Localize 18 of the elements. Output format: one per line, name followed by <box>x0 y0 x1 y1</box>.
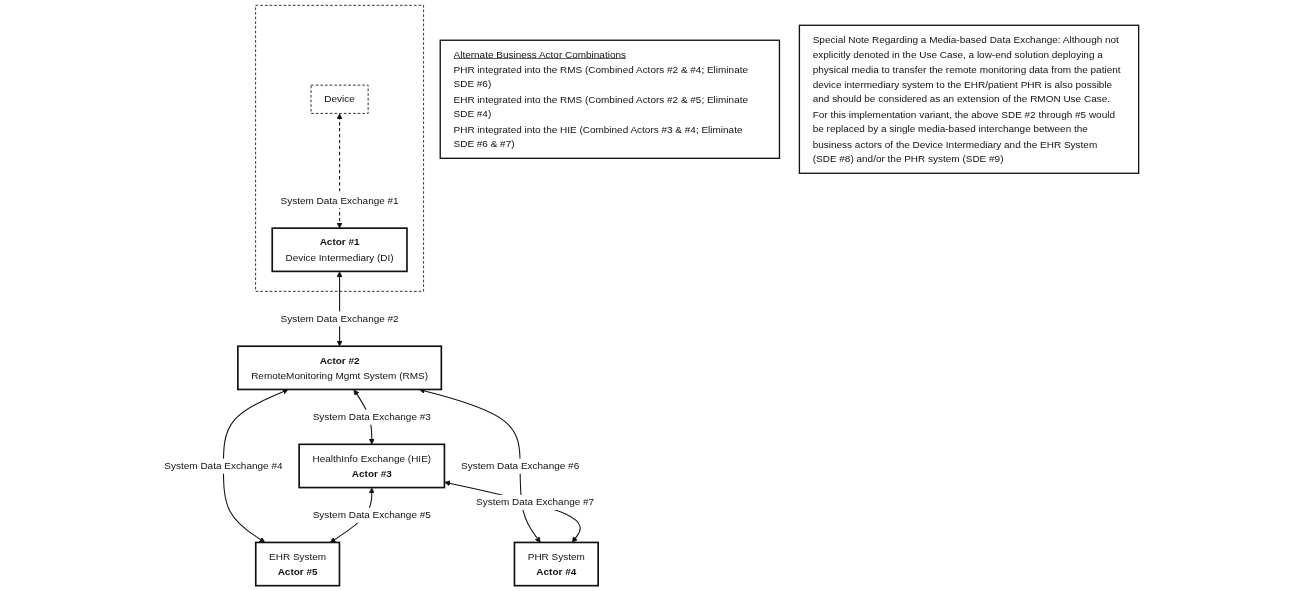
edge-label: System Data Exchange #2 <box>280 312 399 324</box>
node-box: HealthInfo Exchange (HIE) Actor #3 <box>298 443 446 489</box>
arrow <box>336 113 343 229</box>
node-box: Actor #2 RemoteMonitoring Mgmt System (RMS) <box>237 345 443 391</box>
node-box: Alternate Business Actor Combinations PHR integrated into the RMS (Combined Actors #2 & #4; Eliminate SDE #6) EHR integrated into the RMS (Combined Actors #2 & #5; Eliminate SDE #4) PHR integrated into the HIE (Combined Actors #3 & #4; Eliminate SDE #6 & #7) <box>439 39 781 159</box>
edge-label: System Data Exchange #1 <box>280 194 399 206</box>
cluster <box>255 4 425 292</box>
node-box: Actor #1 Device Intermediary (DI) <box>271 227 408 273</box>
node-box: Special Note Regarding a Media-based Data Exchange: Although not explicitly denoted in the Use Case, a low-end solution deploying a physical media to transfer the remote monitoring data from the patient device intermediary system to the EHR/patient PHR is also possible and should be considered as an extension of the RMON Use Case. For this implementation variant, the above SDE #2 through #5 would be replaced by a single media-based interchange between the business actors of the Device Intermediary and the EHR System (SDE #8) and/or the PHR system (SDE #9) <box>798 24 1140 174</box>
node-box: Device <box>310 84 369 114</box>
node-box: PHR System Actor #4 <box>513 541 599 587</box>
edge-label: System Data Exchange #4 <box>164 459 283 472</box>
edge-label: System Data Exchange #6 <box>461 459 580 472</box>
edge-label: System Data Exchange #7 <box>476 496 595 508</box>
arrow <box>222 388 289 543</box>
edge-label: System Data Exchange #5 <box>312 508 431 521</box>
edge-label: System Data Exchange #3 <box>312 410 431 423</box>
node-box: EHR System Actor #5 <box>254 541 341 587</box>
